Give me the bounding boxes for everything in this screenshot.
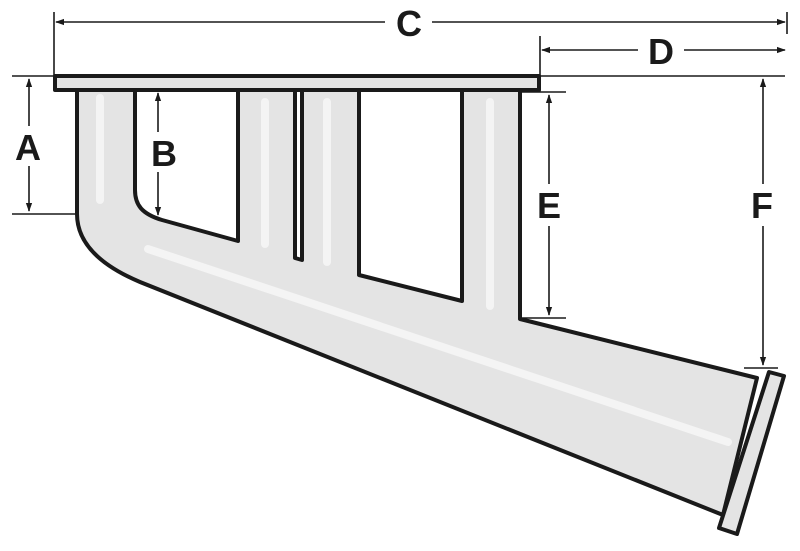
dimension-c: C [53, 3, 788, 76]
dim-f-label: F [751, 185, 773, 226]
dim-e-label: E [537, 185, 561, 226]
dimension-f: F [744, 78, 778, 369]
highlight-stripe-main [144, 245, 732, 446]
header-body [75, 88, 759, 517]
collector-flange [717, 370, 786, 536]
dim-b-label: B [151, 133, 177, 174]
dimension-e: E [520, 91, 566, 319]
dimension-b: B [151, 92, 177, 216]
dimension-d: D [539, 31, 786, 76]
top-flange [53, 74, 541, 92]
dimension-a: A [12, 78, 77, 215]
header-body-shape [75, 88, 759, 517]
dim-a-label: A [15, 127, 41, 168]
dim-c-label: C [396, 3, 422, 44]
dim-d-label: D [648, 31, 674, 72]
